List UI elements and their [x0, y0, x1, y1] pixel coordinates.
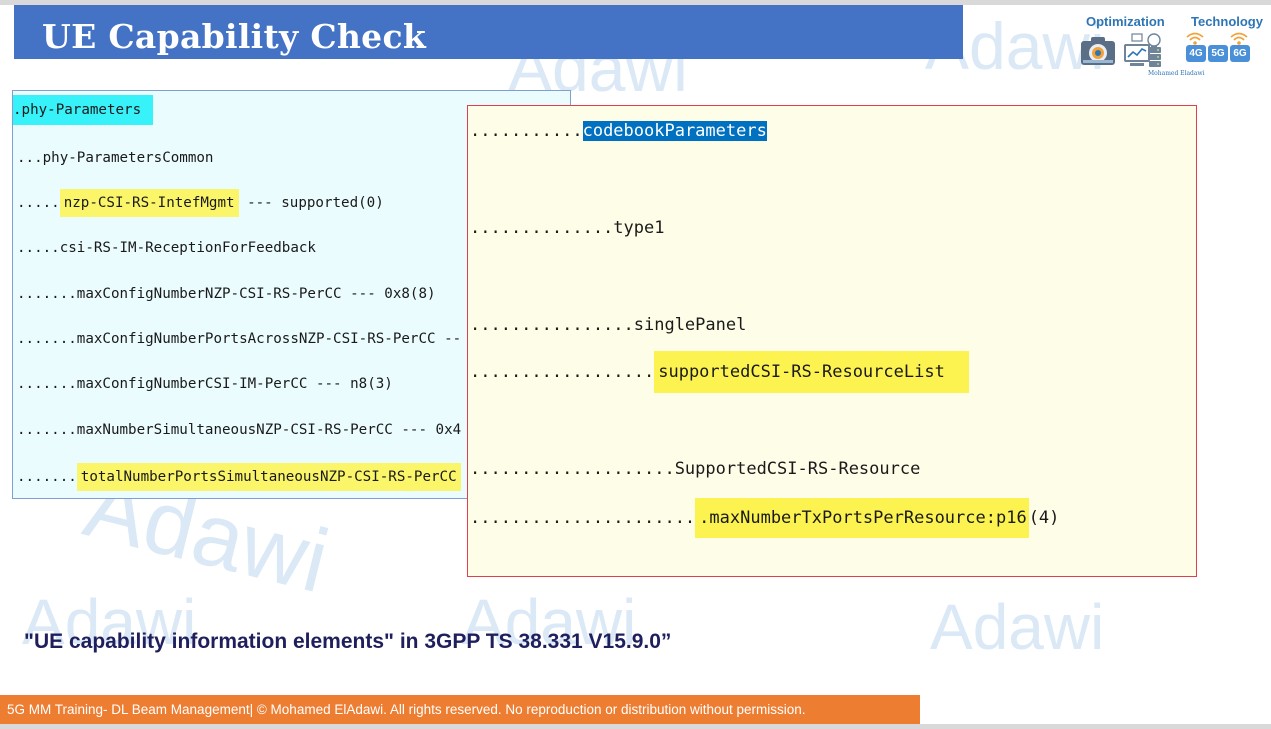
code-prefix: ........... [470, 121, 583, 141]
code-prefix: ...................... [470, 508, 696, 528]
highlighted-parameter: .maxNumberTxPortsPerResource:p16 [695, 498, 1029, 538]
code-text: .......maxNumberSimultaneousNZP-CSI-RS-P… [17, 422, 462, 438]
code-line: .....csi-RS-IM-ReceptionForFeedback [17, 238, 316, 258]
code-line: .phy-Parameters [13, 95, 154, 125]
highlighted-parameter: .phy-Parameters [13, 95, 154, 125]
highlighted-parameter: totalNumberPortsSimultaneousNZP-CSI-RS-P… [76, 463, 461, 491]
camera-icon [1081, 37, 1115, 65]
wifi-icon [1186, 32, 1204, 45]
wifi-icon [1230, 32, 1248, 45]
highlighted-parameter: codebookParameters [582, 121, 767, 141]
bottom-border-strip [0, 724, 1271, 729]
logo-word-optimization: Optimization [1086, 14, 1165, 29]
logo-author: Mohamed Eladawi [1148, 70, 1205, 77]
code-text: ..............type1 [470, 218, 665, 238]
brand-logo: Optimization Technology 4G 5G 6G Mo [1078, 10, 1268, 82]
code-line: .......totalNumberPortsSimultaneousNZP-C… [17, 463, 461, 491]
code-suffix: --- supported(0) [238, 195, 384, 211]
code-line: .....nzp-CSI-RS-IntefMgmt --- supported(… [17, 189, 384, 217]
code-text: .......maxConfigNumberPortsAcrossNZP-CSI… [17, 331, 462, 347]
generation-badge-5g: 5G [1208, 45, 1228, 62]
generation-badge-4g: 4G [1186, 45, 1206, 62]
code-line: ....................SupportedCSI-RS-Reso… [470, 458, 920, 480]
code-prefix: ..... [17, 195, 60, 211]
code-line: .......maxConfigNumberCSI-IM-PerCC --- n… [17, 374, 393, 394]
code-line: .......maxNumberSimultaneousNZP-CSI-RS-P… [17, 420, 461, 440]
logo-word-technology: Technology [1191, 14, 1263, 29]
code-line: .......maxConfigNumberNZP-CSI-RS-PerCC -… [17, 284, 436, 304]
code-prefix: ....... [17, 469, 77, 485]
code-line: ...phy-ParametersCommon [17, 148, 213, 168]
code-line: ...........codebookParameters [470, 120, 767, 142]
highlighted-parameter: supportedCSI-RS-ResourceList [654, 351, 969, 393]
slide-title: UE Capability Check [42, 17, 427, 56]
code-text: .......maxConfigNumberCSI-IM-PerCC --- n… [17, 376, 393, 392]
footer-copyright: 5G MM Training- DL Beam Management| © Mo… [7, 702, 806, 717]
code-line: ................singlePanel [470, 314, 746, 336]
code-text: ....................SupportedCSI-RS-Reso… [470, 459, 921, 479]
code-line: .......................maxNumberTxPortsP… [470, 498, 1059, 538]
code-suffix: (4) [1028, 508, 1060, 528]
watermark: Adawi [930, 591, 1105, 663]
code-text: ...phy-ParametersCommon [17, 150, 214, 166]
code-line: ..............type1 [470, 217, 664, 239]
code-line: ..................supportedCSI-RS-Resour… [470, 351, 969, 393]
highlighted-parameter: nzp-CSI-RS-IntefMgmt [59, 189, 239, 217]
code-prefix: .................. [470, 362, 655, 382]
top-border-strip [0, 0, 1271, 5]
footer-bar: 5G MM Training- DL Beam Management| © Mo… [0, 695, 920, 724]
monitor-server-icon [1149, 47, 1161, 67]
codebook-parameters-panel: ...........codebookParameters ..........… [467, 105, 1197, 577]
code-text: ................singlePanel [470, 315, 747, 335]
code-line: .......maxConfigNumberPortsAcrossNZP-CSI… [17, 329, 461, 349]
code-text: .....csi-RS-IM-ReceptionForFeedback [17, 240, 316, 256]
code-text: .......maxConfigNumberNZP-CSI-RS-PerCC -… [17, 286, 436, 302]
spec-caption: "UE capability information elements" in … [24, 630, 672, 653]
title-bar: UE Capability Check [14, 5, 963, 59]
chart-bulb-icon [1124, 33, 1161, 66]
generation-badge-6g: 6G [1230, 45, 1250, 62]
